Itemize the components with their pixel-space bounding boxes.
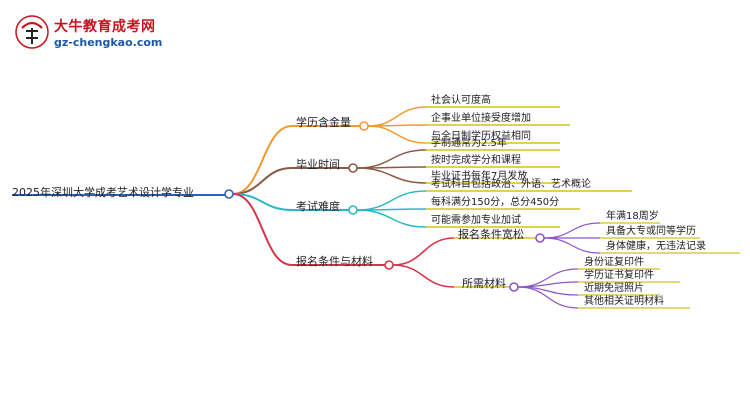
root-node [224, 189, 234, 199]
sub-leaf-label-1-2: 具备大专或同等学历 [606, 226, 696, 237]
leaf-label-1-1: 社会认可度高 [431, 95, 491, 106]
leaf-label-2-1: 学制通常为2.5年 [431, 138, 507, 149]
logo-title: 大牛教育成考网 [54, 19, 156, 35]
logo-badge-icon [15, 15, 49, 49]
branch-connector-4 [232, 193, 293, 266]
leaf-label-1-2: 企事业单位接受度增加 [431, 113, 531, 124]
branch-node-4 [384, 260, 394, 270]
sub-leaf-label-2-3: 近期免冠照片 [584, 283, 644, 294]
sub-leaf-connector-2-2 [517, 281, 579, 288]
branch-node-3 [348, 205, 358, 215]
leaf-label-3-2: 每科满分150分，总分450分 [431, 197, 560, 208]
leaf-connector-2-3 [356, 167, 427, 184]
leaf-label-1-3: 与全日制学历权益相同 [431, 131, 531, 142]
branch-connector-3 [232, 193, 293, 211]
sub-connector-2 [392, 264, 455, 288]
branch-label-1: 学历含金量 [296, 116, 351, 129]
sub-node-2 [509, 282, 519, 292]
leaf-connector-1-1 [367, 106, 427, 127]
sub-leaf-label-1-1: 年满18周岁 [606, 211, 659, 222]
sub-leaf-label-2-4: 其他相关证明材料 [584, 296, 664, 307]
sub-leaf-label-1-3: 身体健康，无违法记录 [606, 241, 706, 252]
leaf-label-2-2: 按时完成学分和课程 [431, 155, 521, 166]
branch-label-2: 毕业时间 [296, 158, 340, 171]
sub-connector-1 [392, 237, 455, 266]
branch-node-1 [359, 121, 369, 131]
branch-node-2 [348, 163, 358, 173]
sub-leaf-label-2-2: 学历证书复印件 [584, 270, 654, 281]
leaf-connector-2-1 [356, 149, 427, 169]
sub-leaf-connector-1-1 [543, 222, 601, 239]
branch-connector-1 [232, 125, 293, 195]
site-logo[interactable]: 大牛教育成考网 gz-chengkao.com [14, 14, 164, 56]
sub-label-2: 所需材料 [462, 277, 506, 290]
sub-node-1 [535, 233, 545, 243]
leaf-label-3-1: 考试科目包括政治、外语、艺术概论 [431, 179, 591, 190]
leaf-connector-1-3 [367, 125, 427, 144]
branch-label-4: 报名条件与材料 [296, 255, 373, 268]
branch-label-3: 考试难度 [296, 200, 340, 213]
logo-url: gz-chengkao.com [54, 36, 163, 49]
leaf-label-2-3: 毕业证书每年7月发放 [431, 171, 528, 182]
sub-label-1: 报名条件宽松 [458, 228, 524, 241]
root-label: 2025年深圳大学成考艺术设计学专业 [12, 186, 194, 199]
sub-leaf-connector-1-3 [543, 237, 601, 254]
leaf-label-3-3: 可能需参加专业加试 [431, 215, 521, 226]
branch-connector-2 [232, 167, 293, 195]
sub-leaf-label-2-1: 身份证复印件 [584, 257, 644, 268]
leaf-connector-3-1 [356, 190, 427, 211]
sub-leaf-connector-2-4 [517, 286, 579, 309]
leaf-connector-3-3 [356, 209, 427, 228]
